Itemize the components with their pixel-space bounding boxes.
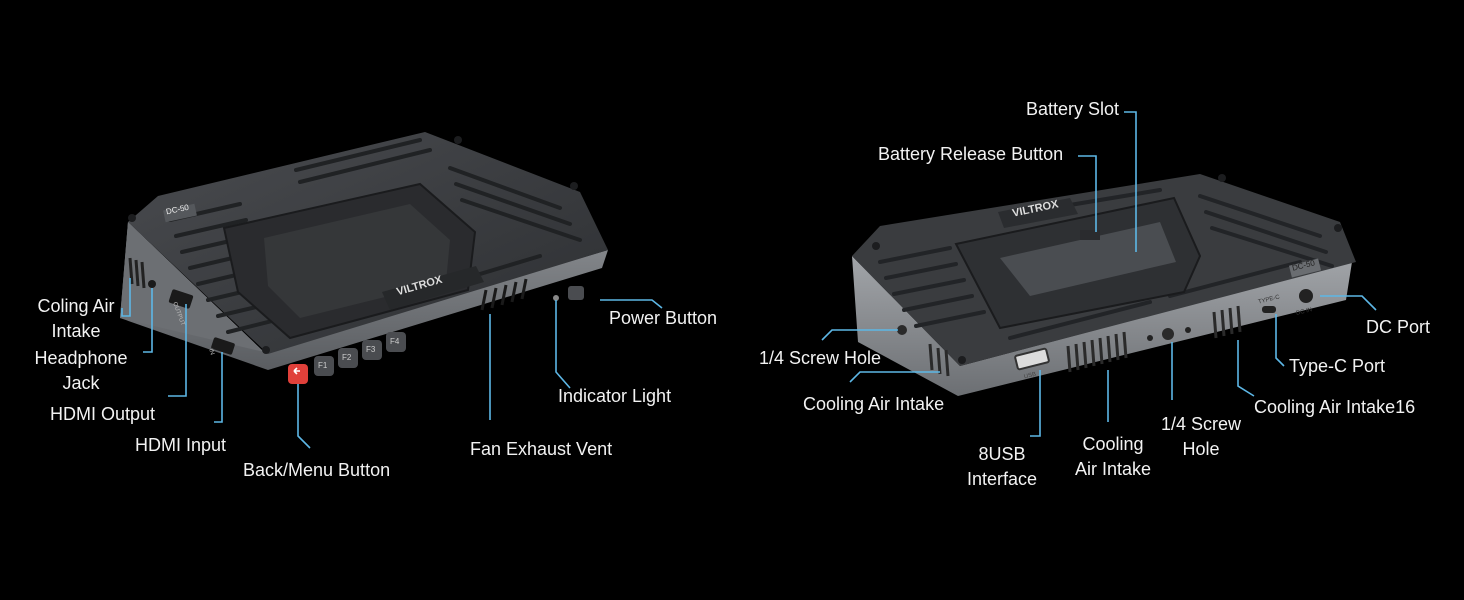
callout-cooling-right [1237,340,1255,397]
indicator-light-led [553,295,559,301]
label-screw-hole-front: 1/4 Screw Hole [1160,414,1242,459]
power-button-shape [568,286,584,300]
f4-key-label: F4 [390,337,400,346]
side-screw-hole [897,325,907,335]
callout-back-menu [297,384,311,449]
right-side-air-intake-vents [928,343,950,377]
label-fan-exhaust-vent: Fan Exhaust Vent [470,439,613,459]
battery-release-button-shape [1080,230,1100,240]
label-indicator-light: Indicator Light [558,386,672,406]
label-battery-release-button: Battery Release Button [878,144,1064,164]
callout-cooling-side [849,371,940,383]
callout-hdmi-output [168,304,187,397]
callout-indicator [555,300,571,389]
right-device [852,174,1356,396]
f3-button-shape [362,340,382,360]
hdmi-output-port [168,289,194,309]
f2-key-label: F2 [342,353,352,362]
f4-button-shape [386,332,406,352]
label-screw-hole-side: 1/4 Screw Hole [759,348,882,368]
f3-key-label: F3 [366,345,376,354]
f1-button-shape [314,356,334,376]
label-cooling-air-intake-front: Cooling Air Intake [1074,434,1152,479]
label-hdmi-input: HDMI Input [135,435,227,455]
left-device [120,132,608,384]
label-power-button: Power Button [609,308,718,328]
hdmi-input-port [211,337,235,355]
label-cooling-air-intake-right: Cooling Air Intake16 [1254,397,1416,417]
front-screw-hole [1162,328,1174,340]
label-air-intake: Coling Air Intake [37,296,115,341]
front-air-intake-vents [1066,331,1128,373]
f1-key-label: F1 [318,361,328,370]
callout-headphone [143,288,153,353]
label-battery-slot: Battery Slot [1026,99,1120,119]
fan-exhaust-vent [480,278,528,311]
usb-port [1014,347,1050,371]
label-type-c-port: Type-C Port [1289,356,1386,376]
callout-usb [1030,370,1041,437]
dc-port [1299,289,1313,303]
label-hdmi-output: HDMI Output [50,404,156,424]
callout-lines [121,111,1377,449]
right-air-intake-vents [1212,305,1242,339]
callout-air-intake [121,278,131,317]
left-side-air-intake-vents [128,257,146,289]
callout-screw-side [821,329,898,341]
label-dc-port: DC Port [1366,317,1431,337]
callout-battery-slot [1124,111,1137,252]
label-back-menu-button: Back/Menu Button [243,460,391,480]
right-heatsink-fins [878,188,1334,340]
label-usb-interface: 8USB Interface [966,444,1038,489]
callout-hdmi-input [214,352,223,423]
label-cooling-air-intake-side: Cooling Air Intake [803,394,945,414]
label-headphone-jack: Headphone Jack [34,348,128,393]
callout-battery-release [1078,155,1097,232]
callout-dc [1320,295,1377,311]
callout-typec [1275,314,1285,367]
callout-power [600,299,663,309]
type-c-port [1262,306,1276,313]
back-menu-button-shape [288,364,308,384]
f2-button-shape [338,348,358,368]
headphone-jack-port [148,280,156,288]
